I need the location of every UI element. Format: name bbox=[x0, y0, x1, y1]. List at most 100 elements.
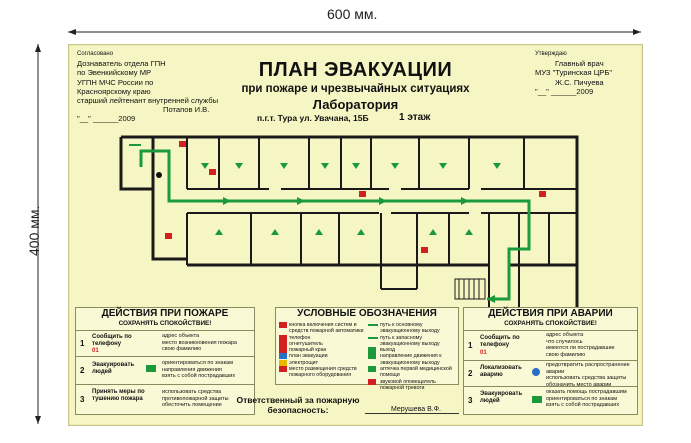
legend-label: место размещения средств пожарного обору… bbox=[289, 366, 357, 379]
address: п.г.т. Тура ул. Увачана, 15Б bbox=[257, 113, 369, 123]
fire-actions-panel: ДЕЙСТВИЯ ПРИ ПОЖАРЕ СОХРАНЯТЬ СПОКОЙСТВИ… bbox=[75, 307, 255, 415]
responsible-name: Мерушева В.Ф. bbox=[391, 406, 441, 413]
approval-left-heading: Согласовано bbox=[77, 51, 114, 57]
row-notes: ориентироваться по знакам направления дв… bbox=[162, 360, 252, 380]
note: обесточить помещение bbox=[162, 402, 222, 408]
accident-panel-title: ДЕЙСТВИЯ ПРИ АВАРИИ bbox=[488, 308, 613, 319]
approval-right-line: МУЗ "Туринская ЦРБ" bbox=[535, 68, 613, 78]
legend-label: звуковой оповещатель пожарной тревоги bbox=[380, 378, 436, 391]
approval-right: Утверждаю Главный врач МУЗ "Туринская ЦР… bbox=[535, 50, 639, 96]
fire-row: 1 Сообщить по телефону 01 адрес объекта … bbox=[76, 330, 254, 357]
note: ориентироваться по знакам направления дв… bbox=[162, 360, 233, 373]
accident-row: 1 Сообщить по телефону 01 адрес объекта … bbox=[464, 330, 637, 361]
width-dimension-label: 600 мм. bbox=[327, 6, 378, 22]
room-name: Лаборатория bbox=[312, 97, 399, 112]
responsible-label: Ответственный за пожарную безопасность: bbox=[236, 395, 360, 415]
row-action: Принять меры по тушению пожара bbox=[92, 389, 145, 402]
note: что случилось bbox=[546, 338, 583, 345]
fire-hydrant-icon bbox=[279, 347, 287, 354]
height-dimension-label: 400 мм. bbox=[26, 205, 42, 256]
approval-left-line: Дознаватель отдела ГПН bbox=[77, 59, 166, 69]
note: взять с собой пострадавших bbox=[162, 373, 236, 379]
legend-label: путь к основному эвакуационному выходу bbox=[380, 322, 440, 335]
fire-row: 2 Эвакуировать людей ориентироваться по … bbox=[76, 356, 254, 385]
exit-sign-icon bbox=[146, 365, 156, 372]
plan-title: ПЛАН ЭВАКУАЦИИ bbox=[258, 59, 453, 81]
note: адрес объекта bbox=[162, 333, 200, 339]
legend-panel: УСЛОВНЫЕ ОБОЗНАЧЕНИЯ кнопка включения си… bbox=[275, 307, 459, 391]
legend-item: план эвакуации bbox=[279, 353, 365, 360]
legend-item: огнетушитель bbox=[279, 340, 365, 347]
electric-panel-icon bbox=[279, 359, 287, 366]
legend-left-column: кнопка включения систем и средств пожарн… bbox=[279, 322, 365, 379]
note: место возникновения пожара bbox=[162, 339, 237, 346]
evacuation-route bbox=[129, 144, 531, 301]
legend-item: направление движения к эвакуационному вы… bbox=[368, 353, 456, 366]
legend-label: аптечка первой медицинской помощи bbox=[380, 366, 452, 379]
extinguisher-icon bbox=[279, 340, 287, 347]
note: оказать помощь пострадавшим bbox=[546, 389, 627, 395]
row-number: 1 bbox=[80, 339, 85, 348]
direction-arrows bbox=[201, 163, 501, 303]
floor-label: 1 этаж bbox=[399, 112, 431, 123]
legend-label: пожарный кран bbox=[289, 347, 327, 354]
note: использовать средства защиты bbox=[546, 375, 627, 381]
legend-label: путь к запасному эвакуационному выходу bbox=[380, 334, 440, 347]
accident-panel-subtitle: СОХРАНЯТЬ СПОКОЙСТВИЕ! bbox=[504, 320, 597, 327]
evacuation-plan-board: Согласовано Дознаватель отдела ГПН по Эв… bbox=[68, 44, 643, 426]
no-entry-icon bbox=[532, 368, 540, 376]
walls bbox=[119, 135, 579, 309]
legend-item: место размещения средств пожарного обору… bbox=[279, 366, 365, 379]
spare-route-icon bbox=[368, 336, 378, 339]
row-notes: оказать помощь пострадавшим ориентироват… bbox=[546, 389, 636, 409]
approval-right-line: Ж.С. Пичуева bbox=[555, 77, 604, 87]
fire-row: 3 Принять меры по тушению пожара использ… bbox=[76, 384, 254, 414]
floor-plan bbox=[119, 135, 579, 309]
row-number: 2 bbox=[80, 366, 85, 375]
alarm-marker bbox=[156, 172, 162, 178]
approval-right-heading: Утверждаю bbox=[535, 51, 567, 57]
approval-left-line: старший лейтенант внутренней службы bbox=[77, 96, 219, 106]
row-notes: использовать средства противопожарной за… bbox=[162, 389, 252, 409]
legend-item: путь к запасному эвакуационному выходу bbox=[368, 335, 456, 348]
note: свою фамилию bbox=[162, 346, 202, 352]
alarm-icon bbox=[368, 378, 376, 385]
note: ориентироваться по знакам bbox=[546, 395, 617, 402]
approval-left-date: "__" ______2009 bbox=[77, 114, 136, 124]
exit-icon bbox=[368, 347, 376, 354]
row-phone: 01 bbox=[92, 348, 99, 354]
legend-label: выход bbox=[380, 347, 396, 354]
accident-row: 2 Локализовать аварию предотвратить расп… bbox=[464, 360, 637, 388]
note: адрес объекта bbox=[546, 332, 584, 338]
fire-equipment-icon bbox=[279, 366, 287, 373]
legend-label: телефон bbox=[289, 334, 311, 341]
approval-left-line: УГПН МЧС России по bbox=[77, 77, 154, 87]
legend-label: кнопка включения систем и средств пожарн… bbox=[289, 322, 364, 335]
accident-row: 3 Эвакуировать людей оказать помощь пост… bbox=[464, 386, 637, 414]
legend-item: выход bbox=[368, 347, 456, 354]
equipment-markers bbox=[165, 141, 546, 253]
legend-item: кнопка включения систем и средств пожарн… bbox=[279, 322, 365, 335]
legend-item: звуковой оповещатель пожарной тревоги bbox=[368, 378, 456, 392]
row-notes: предотвратить распространение аварии исп… bbox=[546, 362, 636, 388]
row-action: Сообщить по телефону bbox=[480, 335, 520, 348]
row-number: 3 bbox=[468, 396, 473, 405]
approval-left-line: по Эвенкийскому МР bbox=[77, 68, 152, 78]
note: использовать средства противопожарной за… bbox=[162, 389, 229, 402]
note: предотвратить распространение аварии bbox=[546, 362, 630, 375]
responsible-signature-line bbox=[365, 413, 459, 414]
row-number: 2 bbox=[468, 369, 473, 378]
legend-label: огнетушитель bbox=[289, 340, 323, 347]
exit-sign-icon bbox=[532, 396, 542, 403]
fire-panel-subtitle: СОХРАНЯТЬ СПОКОЙСТВИЕ! bbox=[118, 320, 212, 327]
legend-right-column: путь к основному эвакуационному выходу п… bbox=[368, 322, 456, 391]
note: обозначить место аварии bbox=[546, 381, 612, 388]
accident-actions-panel: ДЕЙСТВИЯ ПРИ АВАРИИ СОХРАНЯТЬ СПОКОЙСТВИ… bbox=[463, 307, 638, 415]
approval-left-signature: Потапов И.В. bbox=[163, 105, 210, 115]
stairs bbox=[454, 278, 486, 300]
row-number: 1 bbox=[468, 341, 473, 350]
fire-button-icon bbox=[279, 322, 287, 328]
legend-item: пожарный кран bbox=[279, 347, 365, 354]
legend-item: аптечка первой медицинской помощи bbox=[368, 366, 456, 379]
